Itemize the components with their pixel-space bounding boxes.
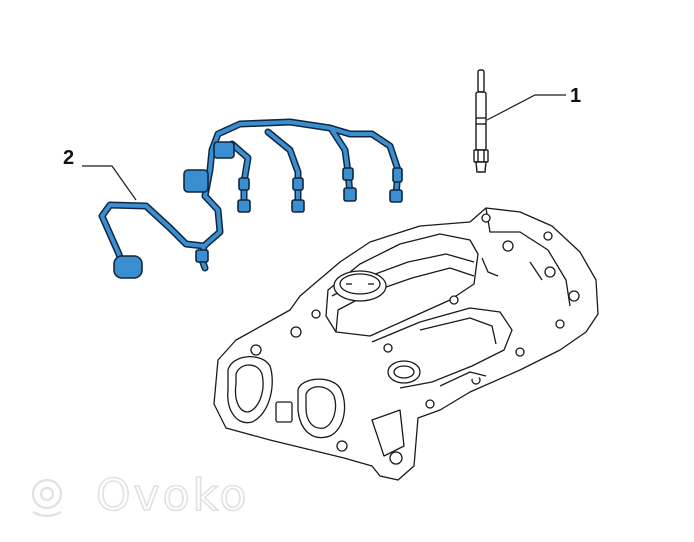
glow-plug-harness [98,118,403,279]
leader-lines [82,94,566,201]
glow-plug [473,69,489,173]
ovoko-logo-icon [31,478,63,518]
callout-1: 1 [570,85,581,107]
callout-2: 2 [63,147,74,169]
cylinder-head-cover [213,207,599,481]
leader-line-1 [486,94,566,121]
watermark: Ovoko [31,469,249,522]
leader-line-2 [82,165,137,201]
watermark-text: Ovoko [96,470,249,521]
